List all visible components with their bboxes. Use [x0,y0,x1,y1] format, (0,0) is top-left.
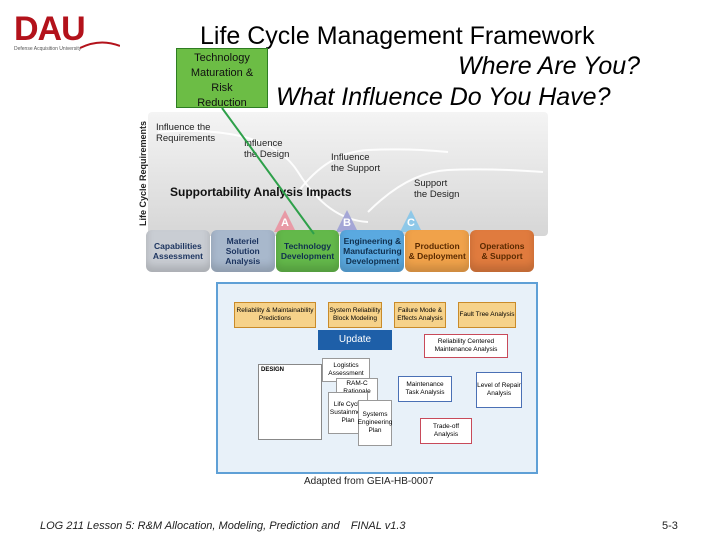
phase-label: & Deployment [408,251,466,261]
subtitle-influence: What Influence Do You Have? [276,83,611,111]
phase-5: Operations& Support [470,230,534,272]
logo-text: DAU [14,10,86,48]
design-label: DESIGN [261,367,285,373]
influence-design-label: Influence the Design [244,138,290,160]
tmrr-line: Risk [211,82,233,94]
logo-swoosh-icon [80,41,120,49]
tmrr-callout: Technology Maturation & Risk Reduction [176,48,268,109]
tmrr-line: Maturation & [190,67,254,79]
phase-label: Production [414,241,460,251]
phase-label: Engineering & [343,236,402,246]
phase-label: & Support [481,251,523,261]
figure-caption: Adapted from GEIA-HB-0007 [304,476,434,487]
rm-detail-panel: Reliability & Maintainability Prediction… [216,282,538,474]
subtitle-where: Where Are You? [458,52,641,80]
support-design-label: Support the Design [414,178,460,200]
fault-tree-box: Fault Tree Analysis [458,302,516,328]
phase-label: Capabilities [154,241,202,251]
page-title: Life Cycle Management Framework [200,22,595,50]
phase-label: Analysis [225,256,261,266]
fmea-box: Failure Mode & Effects Analysis [394,302,446,328]
phase-label: Materiel [226,236,259,246]
tmrr-line: Technology [194,52,250,64]
seplan-doc: Systems Engineering Plan [358,400,392,446]
system-reliability-box: System Reliability Block Modeling [328,302,382,328]
supportability-impacts-label: Supportability Analysis Impacts [170,185,352,199]
influence-support-label: Influence the Support [331,152,381,174]
version: FINAL v1.3 [350,520,406,532]
dau-logo: DAU Defense Acquisition University [14,10,120,54]
phase-4: Production& Deployment [405,230,470,272]
tmrr-line: Reduction [197,97,247,109]
phase-label: Assessment [152,251,203,261]
phase-label: Technology [284,241,332,251]
tradeoff-box: Trade-off Analysis [420,418,472,444]
design-drawing: DESIGN [258,364,322,440]
phase-label: Manufacturing [343,246,402,256]
phase-label: Operations [479,241,525,251]
phase-label: Development [345,256,400,266]
page-number: 5-3 [662,520,678,532]
logo-subtitle: Defense Acquisition University [14,46,82,52]
rcm-box: Reliability Centered Maintenance Analysi… [424,334,508,358]
lora-box: Level of Repair Analysis [476,372,522,408]
update-box: Update [318,330,392,350]
phase-label: Solution [225,246,260,256]
rm-predictions-box: Reliability & Maintainability Prediction… [234,302,316,328]
maintenance-task-box: Maintenance Task Analysis [398,376,452,402]
phase-label: Development [280,251,335,261]
lesson-title: LOG 211 Lesson 5: R&M Allocation, Modeli… [40,520,340,532]
footer-text: LOG 211 Lesson 5: R&M Allocation, Modeli… [40,520,406,532]
influence-requirements-label: Influence the Requirements [156,122,216,144]
